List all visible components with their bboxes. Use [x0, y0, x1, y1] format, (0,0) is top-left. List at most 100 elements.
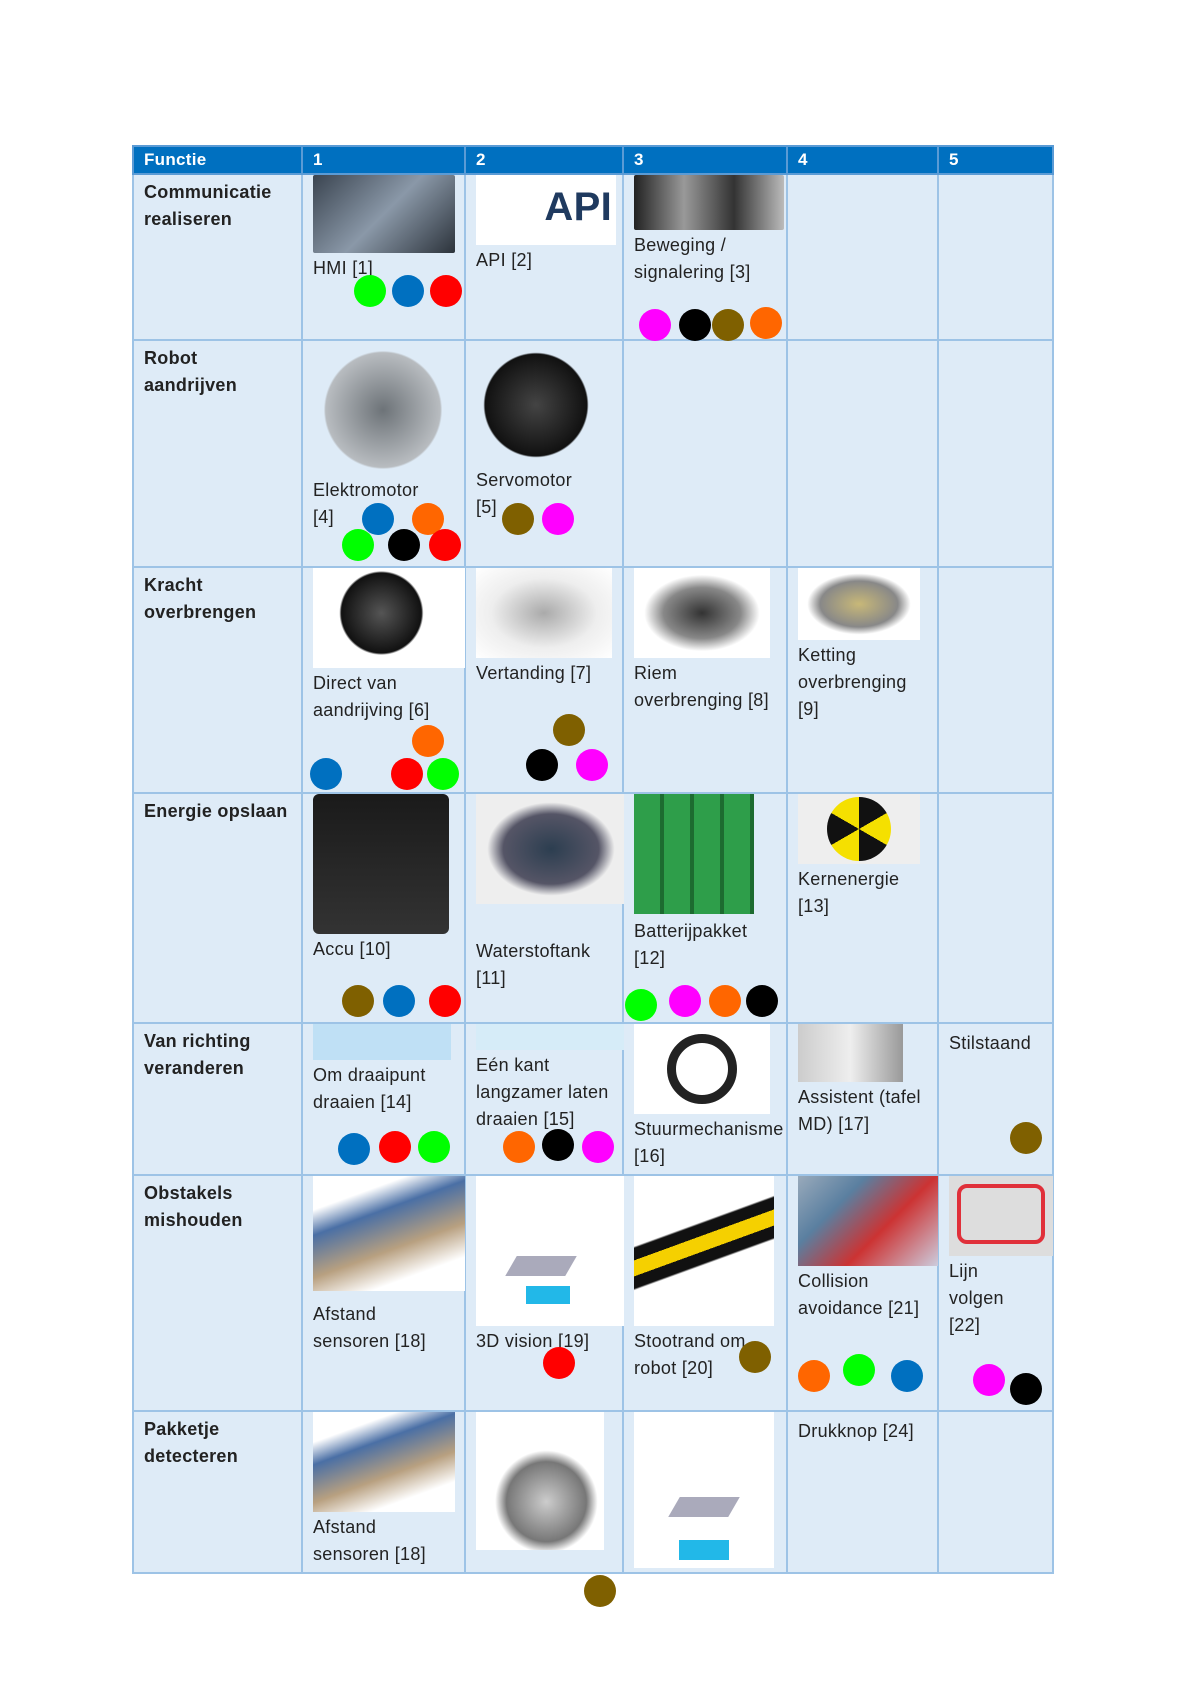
belt-pulley-image [634, 568, 770, 658]
option-cell [622, 1410, 788, 1574]
green-dot [353, 275, 386, 308]
battery-accu-image [313, 794, 449, 934]
black-dot [542, 1128, 575, 1161]
option-cell: HMI [1] [301, 173, 466, 341]
steering-wheel-image [634, 1024, 770, 1114]
brown-dot [552, 714, 585, 747]
assistant-image [798, 1024, 903, 1082]
green-dot [341, 529, 374, 561]
function-label: Robot aandrijven [132, 339, 303, 568]
option-label: Riem overbrenging [8] [634, 663, 769, 710]
blue-dot [309, 757, 342, 790]
red-dot [378, 1130, 411, 1163]
blue-dot [391, 275, 424, 308]
function-label: Kracht overbrengen [132, 566, 303, 794]
black-dot [679, 308, 712, 341]
battery-pack-image [634, 794, 754, 914]
function-label: Pakketje detecteren [132, 1410, 303, 1574]
option-cell: Stilstaand [937, 1022, 1054, 1176]
function-label: Van richting veranderen [132, 1022, 303, 1176]
option-label: Om draaipunt draaien [14] [313, 1065, 426, 1112]
function-label: Obstakels mishouden [132, 1174, 303, 1412]
collision-avoidance-image [798, 1176, 938, 1266]
option-label: Stilstaand [949, 1033, 1032, 1053]
option-label: Servomotor [5] [476, 470, 573, 517]
option-label: Elektromotor [4] [313, 480, 419, 527]
brown-dot [739, 1341, 772, 1374]
red-dot [429, 275, 462, 308]
option-label: Kernenergie [13] [798, 869, 900, 916]
option-label: API [2] [476, 250, 533, 270]
table-row: Pakketje detecteren Afstand sensoren [18… [132, 1410, 1054, 1574]
brown-dot [501, 502, 534, 535]
option-cell: Drukknop [24] [786, 1410, 939, 1574]
option-label: Direct van aandrijving [6] [313, 673, 430, 720]
option-label: Ketting overbrenging [9] [798, 645, 907, 719]
option-cell [464, 1410, 624, 1574]
table-row: Obstakels mishouden Afstand sensoren [18… [132, 1174, 1054, 1412]
table-row: Energie opslaan Accu [10] Waterstoftank … [132, 792, 1054, 1024]
magenta-dot [972, 1363, 1005, 1396]
nuclear-icon [798, 794, 920, 864]
option-cell: Stootrand om robot [20] [622, 1174, 788, 1412]
table-row: Robot aandrijven Elektromotor [4] Servom… [132, 339, 1054, 568]
option-cell [937, 1410, 1054, 1574]
table-row: Van richting veranderen Om draaipunt dra… [132, 1022, 1054, 1176]
option-cell: Riem overbrenging [8] [622, 566, 788, 794]
table-row: Kracht overbrengen Direct van aandrijvin… [132, 566, 1054, 794]
header-4: 4 [786, 145, 939, 175]
red-dot [428, 984, 461, 1017]
option-label: Drukknop [24] [798, 1421, 914, 1441]
gears-image [634, 175, 784, 230]
green-dot [417, 1130, 450, 1163]
option-label: Afstand sensoren [18] [313, 1517, 426, 1564]
pressure-sensor-image [476, 1412, 604, 1550]
option-label: 3D vision [19] [476, 1331, 590, 1351]
option-label: Stootrand om robot [20] [634, 1331, 746, 1378]
line-following-image [949, 1176, 1053, 1256]
distance-sensor-image [313, 1176, 465, 1291]
header-3: 3 [622, 145, 788, 175]
option-label: Eén kant langzamer laten draaien [15] [476, 1055, 609, 1129]
brown-dot [583, 1575, 616, 1608]
option-label: Collision avoidance [21] [798, 1271, 920, 1318]
blue-dot [338, 1132, 371, 1165]
black-dot [745, 984, 778, 1017]
blue-dot [382, 984, 415, 1017]
orange-dot [412, 725, 445, 758]
black-dot [388, 529, 421, 561]
header-1: 1 [301, 145, 466, 175]
red-dot [390, 757, 423, 790]
black-dot [1009, 1372, 1042, 1405]
pivot-turn-image [313, 1024, 451, 1060]
option-cell [786, 339, 939, 568]
servomotor-image [476, 345, 596, 465]
magenta-dot [668, 984, 701, 1017]
option-label: HMI [1] [313, 258, 374, 278]
option-cell [786, 173, 939, 341]
option-cell: 3D vision [19] [464, 1174, 626, 1412]
option-cell [622, 339, 788, 568]
magenta-dot [575, 749, 608, 782]
magenta-dot [639, 308, 672, 341]
orange-dot [798, 1359, 831, 1392]
differential-turn-image [476, 1024, 624, 1050]
function-label: Energie opslaan [132, 792, 303, 1024]
option-cell: Servomotor [5] [464, 339, 624, 568]
red-dot [543, 1346, 576, 1379]
brown-dot [341, 984, 374, 1017]
function-label: Communicatie realiseren [132, 173, 303, 341]
option-cell: Direct van aandrijving [6] [301, 566, 466, 794]
option-cell: Ketting overbrenging [9] [786, 566, 939, 794]
green-dot [624, 988, 657, 1021]
option-cell: Afstand sensoren [18] [301, 1174, 466, 1412]
3d-vision-image [476, 1176, 626, 1326]
blue-dot [362, 502, 395, 535]
green-dot [426, 757, 459, 790]
option-cell: Accu [10] [301, 792, 466, 1024]
option-cell [937, 566, 1054, 794]
option-cell: Waterstoftank [11] [464, 792, 626, 1024]
option-label: Lijn volgen [22] [949, 1261, 1004, 1335]
electric-motor-image [313, 345, 453, 475]
